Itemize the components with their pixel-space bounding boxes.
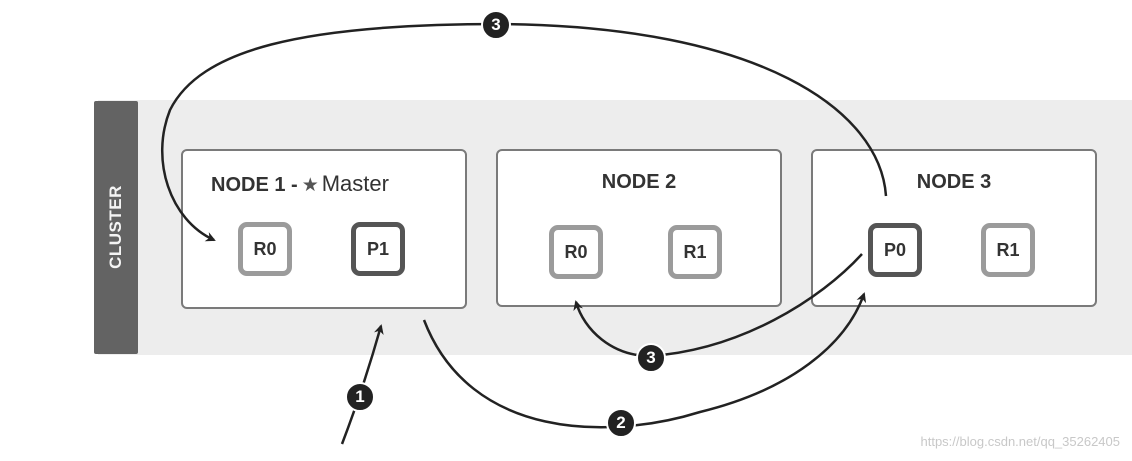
master-label: Master xyxy=(321,171,389,196)
node-3-title: NODE 3 xyxy=(916,171,992,193)
arrow-replicate-node1 xyxy=(161,22,888,242)
node-1: NODE 1 -★Master R0 P1 xyxy=(181,149,467,309)
node-1-title: NODE 1 -★Master xyxy=(211,171,389,197)
cluster-tab xyxy=(94,101,138,354)
shard-node3-r1: R1 xyxy=(981,223,1035,277)
star-icon: ★ xyxy=(301,175,319,196)
arrow-forward xyxy=(422,292,867,429)
shard-node3-p0: P0 xyxy=(868,223,922,277)
shard-node1-p1: P1 xyxy=(351,222,405,276)
node-2-title: NODE 2 xyxy=(601,171,677,193)
step-badge-1: 1 xyxy=(345,382,375,412)
shard-node1-r0: R0 xyxy=(238,222,292,276)
shard-node2-r0: R0 xyxy=(549,225,603,279)
node-1-title-label: NODE 1 - xyxy=(211,174,298,196)
node-2: NODE 2 R0 R1 xyxy=(496,149,782,307)
step-badge-3-node1: 3 xyxy=(481,10,511,40)
watermark: https://blog.csdn.net/qq_35262405 xyxy=(920,434,1121,449)
node-3: NODE 3 P0 R1 xyxy=(811,149,1097,307)
step-badge-3-node2: 3 xyxy=(636,343,666,373)
arrow-replicate-node2 xyxy=(573,253,863,358)
step-badge-2: 2 xyxy=(606,408,636,438)
shard-node2-r1: R1 xyxy=(668,225,722,279)
